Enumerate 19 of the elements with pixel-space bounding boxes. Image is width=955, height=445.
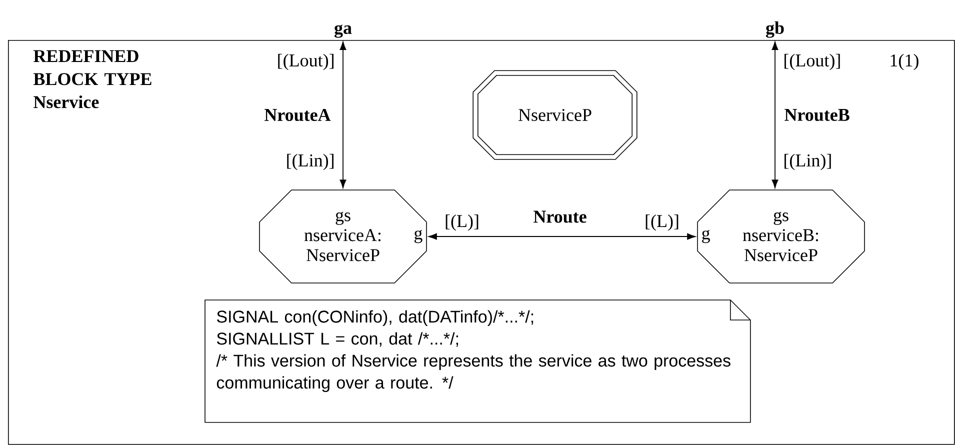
signal-list: [(Lout)]	[784, 54, 840, 70]
block-heading: REDEFINED BLOCK TYPE Nservice	[34, 50, 152, 108]
gate-name: ga	[334, 24, 352, 38]
comment-box: SIGNAL con(CONinfo), dat(DATinfo)/*...*/; SIGNALLIST L = con, dat /*...*/; /* This version of Nservice represents the service as two processes communicating over a route. */	[204, 300, 751, 423]
signal-list: [(Lin)]	[784, 154, 831, 170]
channel-arrow	[772, 42, 778, 188]
channel-name: NrouteB	[784, 109, 850, 121]
channel-arrow	[340, 42, 346, 188]
gate-name: g	[414, 230, 422, 244]
page-number: 1(1)	[890, 54, 918, 70]
channel-name: NrouteA	[264, 108, 331, 122]
signal-list: [(Lin)]	[287, 154, 334, 170]
channel-name: Nroute	[534, 210, 586, 223]
signal-list: [(L)]	[646, 214, 678, 231]
signal-list: [(Lout)]	[278, 54, 334, 70]
gate-name: g	[702, 230, 710, 244]
signal-list: [(L)]	[446, 214, 478, 231]
gate-name: gb	[766, 21, 784, 38]
channel-arrow	[428, 233, 696, 240]
